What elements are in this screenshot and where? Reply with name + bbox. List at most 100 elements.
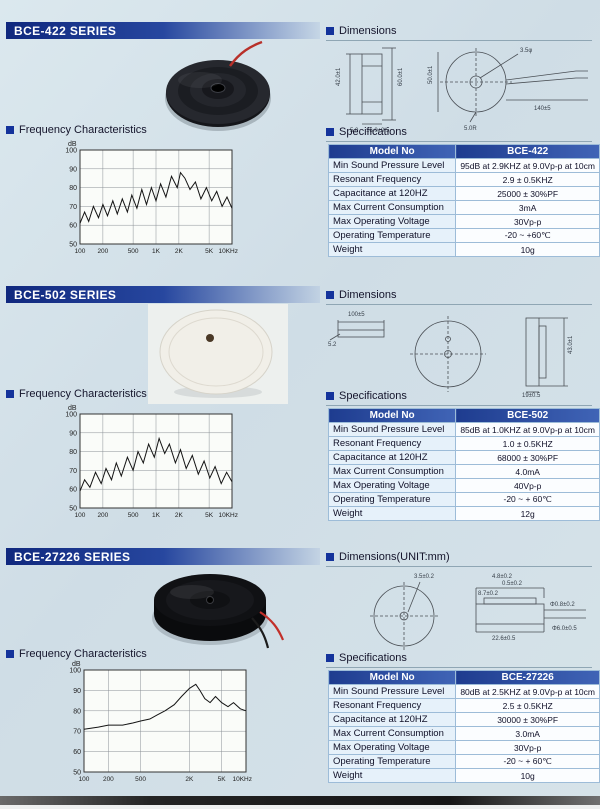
x-tick-label: 100 [79,776,90,783]
spec-label: Operating Temperature [327,754,457,769]
red-wire [229,40,263,67]
spec-value: 68000 ± 30%PF [455,450,600,465]
plot-border [79,413,233,509]
dim-label: 5.0 [350,128,359,134]
y-axis-label: dB [68,405,77,412]
y-tick-label: 60 [69,223,77,230]
y-axis-label: dB [68,141,77,148]
spec-value: 3mA [455,200,600,215]
dimensions-label: Dimensions [326,25,396,37]
product-photo-bce-502 [148,304,288,404]
series-title-bar: BCE-422 SERIES [6,22,320,39]
specifications-label: Specifications [326,652,407,664]
black-wire [251,617,270,649]
frequency-label: Frequency Characteristics [6,648,147,660]
sound-hole [206,334,214,342]
spec-label: Resonant Frequency [327,436,457,451]
plot-border [79,149,233,245]
dim-label: 0.5±0.2 [502,581,523,587]
series-title-bar: BCE-27226 SERIES [6,548,320,565]
series-title: BCE-502 SERIES [14,287,117,302]
front-view-drawing [370,581,438,650]
x-tick-label: 1K [152,512,161,519]
spec-value: -20 ~ + 60℃ [455,492,600,507]
spec-value: 2.5 ± 0.5KHZ [455,698,600,713]
spec-row: Operating Temperature-20 ~ + 60℃ [327,754,600,769]
piezo-buzzer-photo [152,574,285,649]
dim-label: 22.6±0.5 [492,636,516,642]
dim-label: 100±5 [348,312,365,318]
spec-label: Capacitance at 120HZ [327,186,457,201]
frequency-label: Frequency Characteristics [6,124,147,136]
dim-label: 4.8±0.2 [492,574,513,580]
chart-series-line [79,436,233,492]
x-tick-label: 10KHz [232,776,252,783]
piezo-buzzer-photo [165,40,271,131]
spec-value: -20 ~ + 60℃ [455,754,600,769]
y-tick-label: 70 [69,204,77,211]
bullet-square-icon [6,390,14,398]
plot-area [84,670,246,772]
x-tick-label: 500 [128,248,139,255]
spec-label: Min Sound Pressure Level [327,158,457,173]
y-tick-label: 50 [69,506,77,513]
model-no-value: BCE-422 [455,144,600,159]
spec-label: Max Current Consumption [327,200,457,215]
y-tick-label: 60 [73,749,81,756]
spec-value: 30Vp-p [455,740,600,755]
dim-label: 42.0±1 [336,67,342,86]
model-no-label: Model No [327,408,457,423]
spec-label: Resonant Frequency [327,172,457,187]
series-title-bar: BCE-502 SERIES [6,286,320,303]
x-tick-label: 200 [103,776,114,783]
red-wire [259,611,285,641]
section-bce-27226: BCE-27226 SERIES Dimensions(UNIT:mm) [0,548,600,808]
x-tick-label: 10KHz [218,512,238,519]
divider [326,566,592,567]
chart-series-line [83,683,247,730]
x-tick-label: 100 [75,248,86,255]
y-tick-label: 100 [65,148,77,155]
front-view-drawing [437,48,588,123]
y-tick-label: 70 [69,468,77,475]
x-tick-label: 2K [175,512,184,519]
dim-label: 8.7±0.2 [478,591,499,597]
dimensions-label-text: Dimensions [339,289,397,301]
dimension-drawing-bce-27226: 3.5±0.2 4.8±0.2 0.5±0.2 8.7±0.2 Φ0.8±0.2… [370,574,586,650]
spec-value: 10g [455,768,600,783]
bullet-square-icon [326,128,334,136]
y-axis-label: dB [72,661,81,668]
dimensions-label: Dimensions [326,289,396,301]
x-tick-label: 100 [75,512,86,519]
lead-wire-drawing [329,320,385,341]
dim-label: 3.5±0.2 [414,574,435,580]
y-tick-label: 70 [73,729,81,736]
section-bce-422: BCE-422 SERIES Dimensions [0,22,600,282]
divider [326,40,592,41]
spec-value: 12g [455,506,600,521]
spec-value: 3.0mA [455,726,600,741]
x-tick-label: 1K [152,248,161,255]
divider [326,304,592,305]
dimension-drawing-bce-422: 42.0±1 60.0±1 5.0 16.0±0.5 50.0±1 3.5φ 5… [336,47,588,134]
specifications-label-text: Specifications [339,390,407,402]
specifications-label: Specifications [326,390,407,402]
dim-label: 19±0.5 [522,393,541,398]
spec-value: 2.9 ± 0.5KHZ [455,172,600,187]
spec-label: Weight [327,506,457,521]
series-title: BCE-27226 SERIES [14,549,131,564]
x-tick-label: 5K [218,776,227,783]
divider [326,667,592,668]
y-tick-label: 80 [73,708,81,715]
spec-row: Operating Temperature-20 ~ +60℃ [327,228,600,243]
spec-value: 40Vp-p [455,478,600,493]
